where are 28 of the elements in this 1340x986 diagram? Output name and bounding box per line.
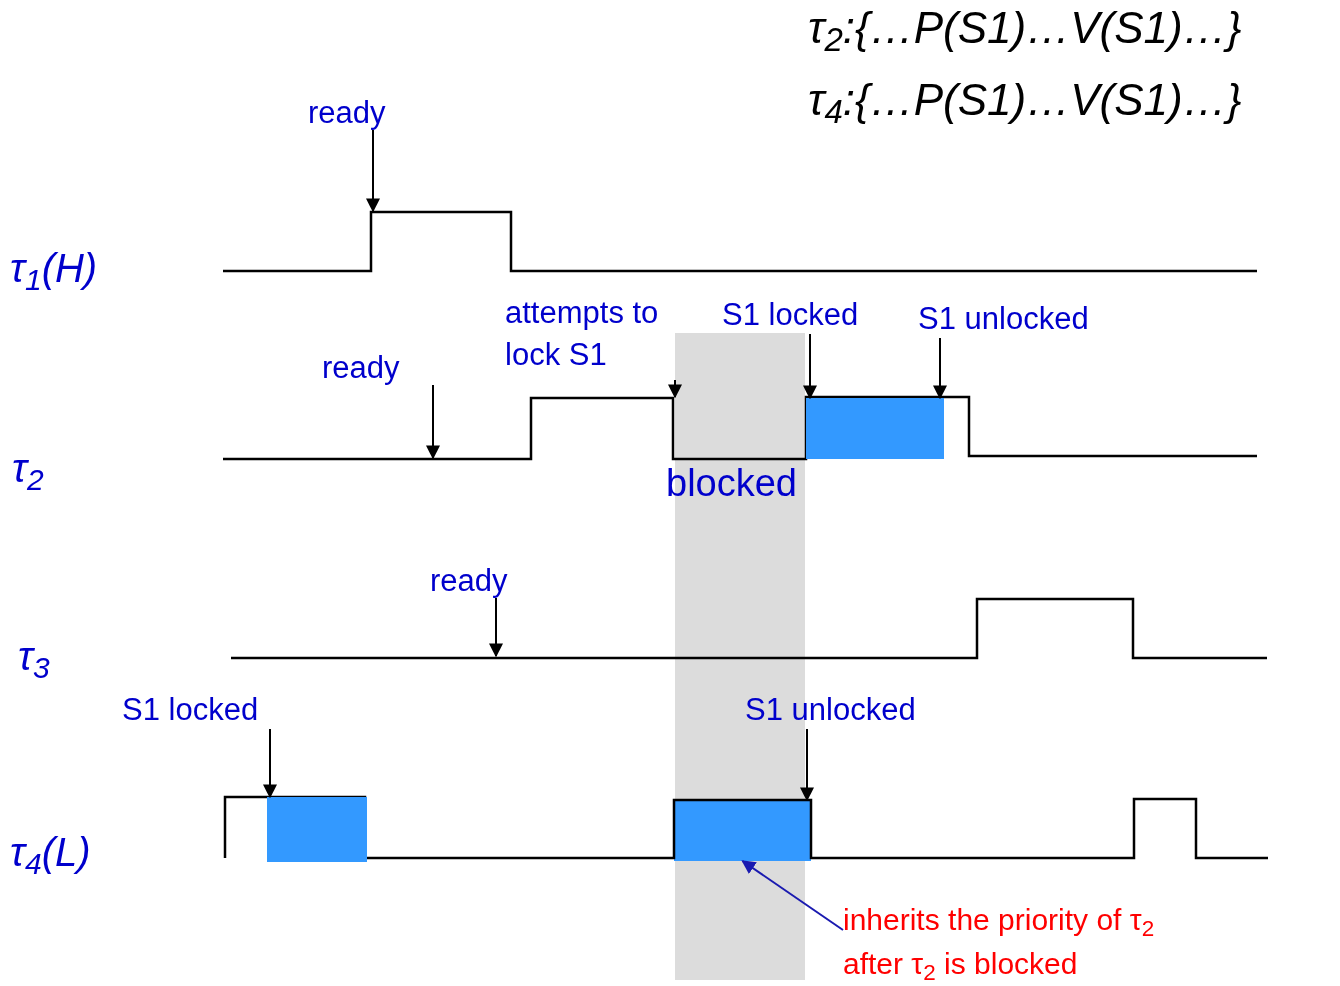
task-definition: τ$_{4}$:{…P(S1)…V(S1)…}: [808, 78, 1242, 122]
arrow: [933, 337, 947, 400]
state-label: blocked: [666, 464, 797, 502]
arrow: [800, 728, 814, 802]
task-label: τ$_{2}$: [12, 448, 44, 488]
task-label: τ$_{4}$(L): [10, 832, 91, 872]
arrow: [489, 597, 503, 658]
locked-section-bar: [674, 800, 811, 861]
event-label: ready: [322, 347, 422, 385]
event-label: attempts to lock S1: [505, 292, 700, 380]
event-label: ready: [430, 560, 532, 598]
arrow: [366, 129, 380, 213]
locked-section-bar: [806, 398, 944, 459]
arrow: [668, 379, 682, 399]
event-label: S1 locked: [722, 294, 894, 334]
arrow: [426, 384, 440, 460]
task-label: τ$_{1}$(H): [10, 248, 98, 288]
event-label: S1 unlocked: [918, 298, 1132, 338]
annotation-text: inherits the priority of τ$_{2}$ after τ$_{2}$ is blocked: [843, 898, 1183, 986]
event-label: ready: [308, 92, 408, 130]
event-label: S1 locked: [122, 689, 294, 729]
task-label: τ$_{3}$: [18, 636, 50, 676]
arrow: [803, 333, 817, 400]
event-label: S1 unlocked: [745, 689, 957, 729]
arrow: [741, 860, 844, 931]
locked-section-bar: [267, 797, 367, 862]
arrow: [263, 728, 277, 799]
task-definition: τ$_{2}$:{…P(S1)…V(S1)…}: [808, 6, 1242, 50]
